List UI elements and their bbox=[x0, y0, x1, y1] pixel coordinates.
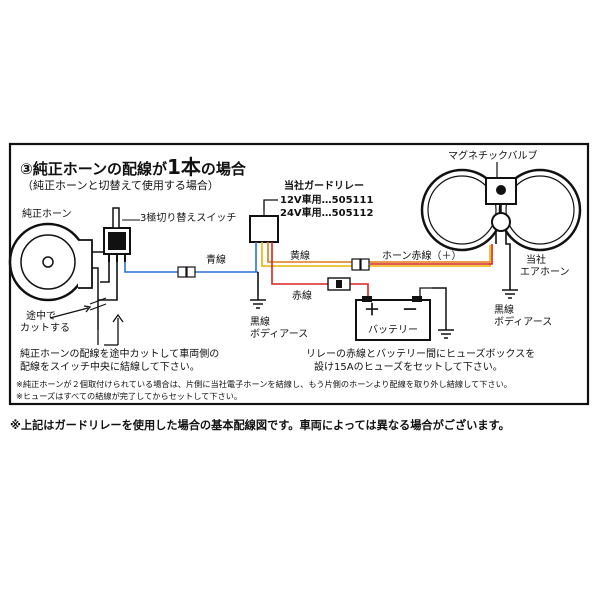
footer-note: ※上記はガードリレーを使用した場合の基本配線図です。車両によっては異なる場合がご… bbox=[10, 419, 510, 432]
air-horn-label-1: 当社 bbox=[526, 255, 546, 266]
cut-label-2: カットする bbox=[20, 323, 70, 334]
blue-wire-label: 青線 bbox=[206, 255, 226, 266]
title-part1: 純正ホーンの配線が bbox=[32, 160, 167, 178]
horn-red-wire-label: ホーン赤線（＋） bbox=[382, 251, 462, 262]
stock-horn-harness bbox=[92, 236, 105, 330]
diagram-title: ③純正ホーンの配線が1本の場合 bbox=[20, 157, 246, 177]
relay-24v-label: 24V車用…505112 bbox=[280, 208, 374, 219]
cut-mark bbox=[89, 297, 107, 311]
air-horn-ground-symbol bbox=[502, 289, 518, 299]
yellow-wire-label: 黄線 bbox=[290, 251, 310, 262]
bottom-note-line-1: ※純正ホーンが２個取付けられている場合は、片側に当社電子ホーンを結線し、もう片側… bbox=[16, 379, 512, 389]
air-horn-graphic bbox=[420, 168, 582, 252]
toggle-switch-graphic bbox=[103, 207, 140, 262]
relay-ground-label-1: 黒線 bbox=[250, 317, 270, 328]
bottom-note-line-2: ※ヒューズはすべての結線が完了してからセットして下さい。 bbox=[16, 391, 243, 401]
horn-red-wire bbox=[370, 244, 493, 265]
cut-label-1: 途中で bbox=[26, 311, 56, 322]
diagram-frame bbox=[8, 142, 590, 406]
red-wire-label: 赤線 bbox=[292, 291, 312, 302]
air-horn-ground-label-1: 黒線 bbox=[494, 305, 514, 316]
title-number: ③ bbox=[20, 160, 33, 178]
battery-ground-symbol bbox=[432, 287, 454, 339]
switch-label: 3極切り替えスイッチ bbox=[140, 213, 237, 224]
air-horn-label-2: エアホーン bbox=[520, 267, 570, 278]
title-emphasis: 1本 bbox=[166, 155, 201, 179]
battery-minus-label: － bbox=[402, 300, 419, 319]
switch-leads bbox=[98, 262, 258, 301]
horn-wire-connector bbox=[351, 258, 370, 271]
magnetic-valve-label: マグネチックバルブ bbox=[448, 151, 538, 162]
right-note-line-2: 設け15Aのヒューズをセットして下さい。 bbox=[314, 362, 503, 373]
left-note-line-2: 配線をスイッチ中央に結線して下さい。 bbox=[20, 362, 200, 373]
blue-wire-connector bbox=[177, 266, 196, 278]
relay-ground-symbol bbox=[250, 296, 266, 309]
relay-leads bbox=[255, 242, 491, 300]
battery-graphic bbox=[355, 287, 432, 341]
stock-horn-graphic bbox=[8, 222, 93, 302]
relay-12v-label: 12V車用…505111 bbox=[280, 195, 374, 206]
relay-title-label: 当社ガードリレー bbox=[284, 181, 364, 192]
annotation-arrows bbox=[49, 305, 124, 346]
air-horn-leads bbox=[495, 231, 511, 290]
battery-label: バッテリー bbox=[368, 325, 418, 336]
relay-ground-label-2: ボディアース bbox=[250, 329, 309, 340]
fuse-box bbox=[327, 277, 351, 291]
left-note-line-1: 純正ホーンの配線を途中カットして車両側の bbox=[20, 349, 220, 360]
air-horn-ground-label-2: ボディアース bbox=[494, 317, 553, 328]
title-part2: の場合 bbox=[200, 160, 246, 178]
diagram-subtitle: （純正ホーンと切替えて使用する場合） bbox=[22, 179, 219, 192]
stock-horn-label: 純正ホーン bbox=[22, 209, 72, 220]
right-note-line-1: リレーの赤線とバッテリー間にヒューズボックスを bbox=[306, 349, 536, 360]
battery-plus-label: ＋ bbox=[364, 300, 381, 319]
